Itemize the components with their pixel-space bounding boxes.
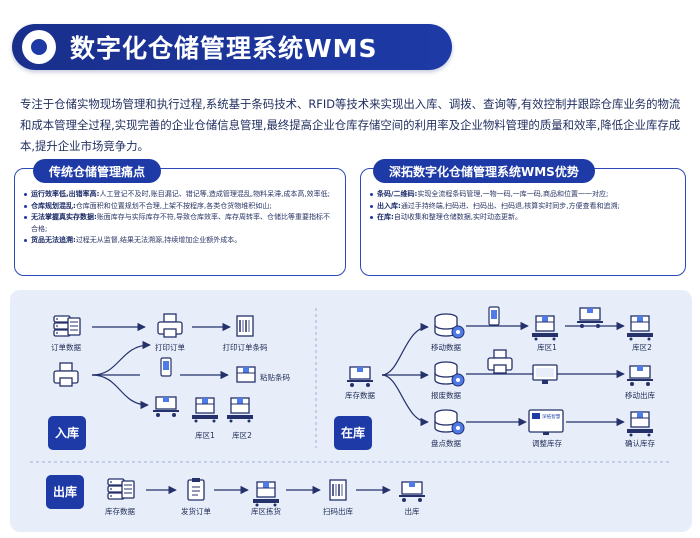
database-icon	[53, 315, 81, 337]
instock-label-adjust: 调整库存	[532, 438, 562, 448]
instock-label-move-data: 移动数据	[431, 342, 461, 352]
scanner-icon	[488, 306, 500, 326]
title-bar: 数字化仓储管理系统WMS	[12, 24, 452, 70]
printer-icon	[157, 313, 183, 338]
barcode-printer-icon	[53, 362, 79, 387]
instock-label-check-data: 盘点数据	[431, 438, 461, 448]
inbound-label-print-barcode: 打印订单条码	[223, 342, 268, 352]
outbound-flow: 出库 库存数据 发货订单 库区拣货 扫码出库 出库	[46, 475, 426, 516]
intro-paragraph: 专注于仓储实物现场管理和执行过程,系统基于条码技术、RFID等技术来实现出入库、…	[20, 97, 681, 153]
advantages-title: 深拓数字化仓储管理系统WMS优势	[373, 159, 595, 183]
pallet-jack-icon	[152, 396, 180, 418]
stock-data-icon	[346, 366, 374, 388]
instock-label-zone-2: 库区2	[632, 342, 652, 352]
instock-tag-label: 在库	[341, 425, 365, 440]
list-item: 运行效率低,出错率高:人工登记不及时,账目漏记、错记等,造成管理混乱,物料呆滞,…	[23, 189, 337, 201]
zone-picking-icon	[253, 482, 279, 507]
scrap-data-icon	[434, 361, 465, 387]
instock-tag	[334, 416, 372, 450]
zone-2-icon	[627, 316, 653, 341]
inbound-label-order-data: 订单数据	[51, 342, 81, 352]
barcode-label-icon	[236, 315, 254, 337]
list-item: 在库:自动收集和整理仓储数据,实时动态更新。	[369, 212, 677, 224]
list-item: 货品无法追溯:过程无从监督,结果无法溯源,持续增加企业额外成本。	[23, 235, 337, 247]
scanner-icon	[160, 357, 172, 377]
shipping-order-icon	[187, 477, 205, 501]
storage-area-1-icon	[192, 398, 218, 423]
inbound-label-zone-1: 库区1	[195, 430, 215, 440]
inbound-label-stick-barcode: 粘贴条码	[260, 372, 290, 382]
stock-database-icon	[107, 478, 135, 500]
list-item: 出入库:通过手持终端,扫码进、扫码出、扫码退,核算实时同步,方便查看和追溯;	[369, 201, 677, 213]
package-icon	[236, 366, 256, 383]
instock-label-confirm: 确认库存	[625, 438, 655, 448]
scan-out-icon	[329, 479, 347, 501]
printer-icon	[487, 349, 513, 374]
inbound-label-zone-2: 库区2	[232, 430, 252, 440]
terminal-icon	[532, 364, 558, 385]
instock-label-stock-data: 库存数据	[345, 390, 375, 400]
page-title: 数字化仓储管理系统WMS	[70, 34, 378, 63]
outbound-label-scan-out: 扫码出库	[323, 506, 353, 516]
title-bullet-icon	[22, 30, 56, 64]
inbound-label-print-order: 打印订单	[155, 342, 185, 352]
adjust-stock-screen-icon: 深拓智慧	[528, 409, 564, 435]
outbound-label-ship: 出库	[405, 506, 420, 516]
inbound-tag	[48, 416, 86, 450]
instock-label-zone-1: 库区1	[537, 342, 557, 352]
forklift-icon	[576, 307, 604, 329]
inventory-check-icon	[434, 409, 465, 435]
move-out-icon	[626, 365, 654, 387]
advantages-list: 条码/二维码:实现全流程条码管理,一物一码,一库一码,商品和位置一一对应; 出入…	[369, 189, 677, 224]
advantages-card: 深拓数字化仓储管理系统WMS优势 条码/二维码:实现全流程条码管理,一物一码,一…	[360, 159, 686, 276]
ship-out-icon	[398, 481, 426, 503]
pain-points-card: 传统仓储管理痛点 运行效率低,出错率高:人工登记不及时,账目漏记、错记等,造成管…	[14, 159, 346, 276]
zone-1-icon	[532, 316, 558, 341]
storage-area-2-icon	[227, 398, 253, 423]
list-item: 条码/二维码:实现全流程条码管理,一物一码,一库一码,商品和位置一一对应;	[369, 189, 677, 201]
inbound-flow: 订单数据 打印订单 打印订单条码 粘贴条码 库区1 库区2 入库	[48, 313, 290, 450]
outbound-label-ship-order: 发货订单	[181, 506, 211, 516]
confirm-stock-icon	[627, 412, 653, 437]
pain-points-title: 传统仓储管理痛点	[33, 159, 162, 183]
move-data-icon	[434, 313, 465, 339]
list-item: 仓库规划混乱:仓库面积和位置规划不合理,上架不按程序,各类仓货物堆积如山;	[23, 201, 337, 213]
instock-label-scrap-data: 报废数据	[431, 390, 461, 400]
outbound-label-picking: 库区拣货	[251, 506, 281, 516]
screen-brand: 深拓智慧	[542, 413, 561, 420]
pain-points-list: 运行效率低,出错率高:人工登记不及时,账目漏记、错记等,造成管理混乱,物料呆滞,…	[23, 189, 337, 247]
outbound-tag	[46, 475, 84, 509]
instock-label-move-out: 移动出库	[625, 390, 655, 400]
instock-flow: 库存数据 移动数据 库区1 库区2 报废数据 移动出库 盘点数据 深拓智慧 调整…	[334, 306, 655, 450]
list-item: 无法掌握真实存数据:账面库存与实际库存不符,导致仓库效率、库存周转率、仓储比等重…	[23, 212, 337, 235]
outbound-tag-label: 出库	[53, 484, 77, 499]
outbound-label-stock-data: 库存数据	[105, 506, 135, 516]
inbound-tag-label: 入库	[55, 425, 79, 440]
